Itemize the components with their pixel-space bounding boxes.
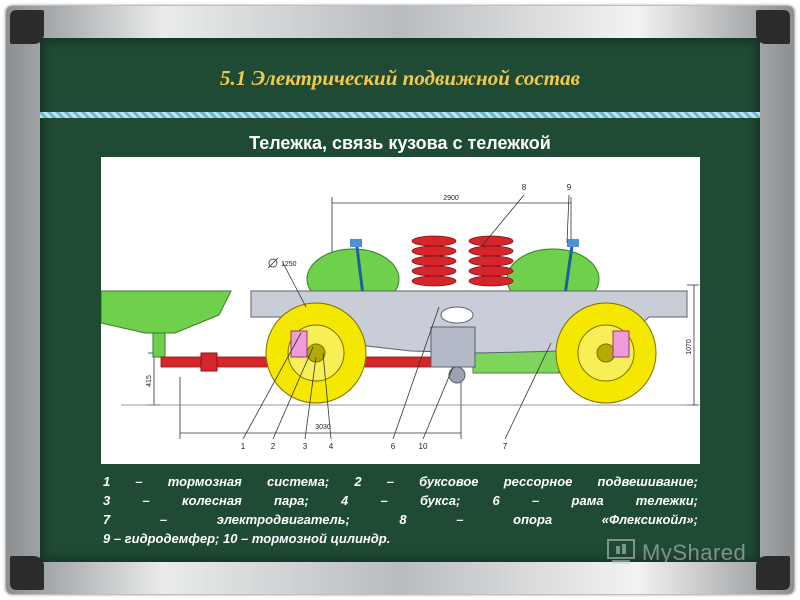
frame-corner-top-right	[756, 10, 790, 44]
legend-line-4: 9 – гидродемфер; 10 – тормозной цилиндр.	[103, 531, 391, 546]
callout-7: 7	[503, 442, 508, 451]
slide-subtitle: Тележка, связь кузова с тележкой	[249, 133, 551, 153]
dimension-bottom-label: 3030	[315, 424, 331, 431]
frame-corner-bottom-left	[10, 556, 44, 590]
callout-9: 9	[567, 183, 572, 192]
callout-1: 1	[241, 442, 246, 451]
bogie-drawing: 2900 3030 1070 415 1250 1 2 3 4 6 10 7 8…	[101, 157, 700, 464]
wheel-diameter-label: 1250	[281, 261, 297, 268]
dimension-right-label: 1070	[686, 339, 693, 355]
callout-3: 3	[303, 442, 308, 451]
callout-6: 6	[391, 442, 396, 451]
callout-2: 2	[271, 442, 276, 451]
dimension-left-label: 415	[146, 375, 153, 387]
diagram-legend: 1 – тормозная система; 2 – буксовое ресс…	[103, 472, 698, 548]
callout-10: 10	[419, 442, 428, 451]
callout-4: 4	[329, 442, 334, 451]
callout-8: 8	[522, 183, 527, 192]
watermark-logo: MyShared	[606, 538, 766, 570]
slide-title: 5.1 Электрический подвижной состав	[220, 66, 580, 90]
bogie-svg: 2900 3030 1070 415 1250 1 2 3 4 6 10 7 8…	[101, 183, 699, 451]
legend-line-1: 1 – тормозная система; 2 – буксовое ресс…	[103, 474, 698, 489]
legend-line-2: 3 – колесная пара; 4 – букса; 6 – рама т…	[103, 493, 698, 508]
frame-corner-bottom-right	[756, 556, 790, 590]
watermark-icon	[607, 539, 635, 564]
dimension-top-label: 2900	[443, 195, 459, 202]
title-divider	[40, 112, 760, 118]
watermark-text: MyShared	[642, 540, 747, 565]
frame-corner-top-left	[10, 10, 44, 44]
legend-line-3: 7 – электродвигатель; 8 – опора «Флексик…	[103, 512, 698, 527]
